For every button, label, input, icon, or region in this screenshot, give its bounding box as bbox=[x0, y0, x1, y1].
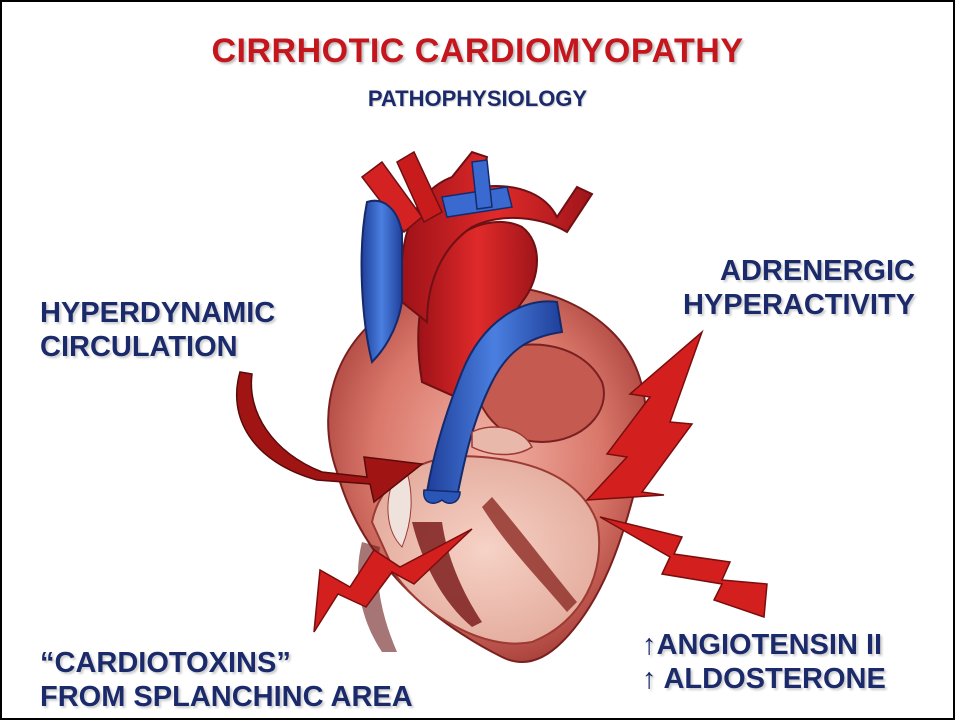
label-hyperdynamic-circulation: HYPERDYNAMIC CIRCULATION bbox=[40, 296, 275, 364]
label-adrenergic-hyperactivity: ADRENERGIC HYPERACTIVITY bbox=[683, 254, 915, 322]
label-angiotensin-aldosterone: ↑ANGIOTENSIN II ↑ ALDOSTERONE bbox=[642, 628, 886, 696]
lightning-bolt-hormones bbox=[600, 517, 767, 617]
label-cardiotoxins: “CARDIOTOXINS” FROM SPLANCHINC AREA bbox=[40, 646, 413, 714]
